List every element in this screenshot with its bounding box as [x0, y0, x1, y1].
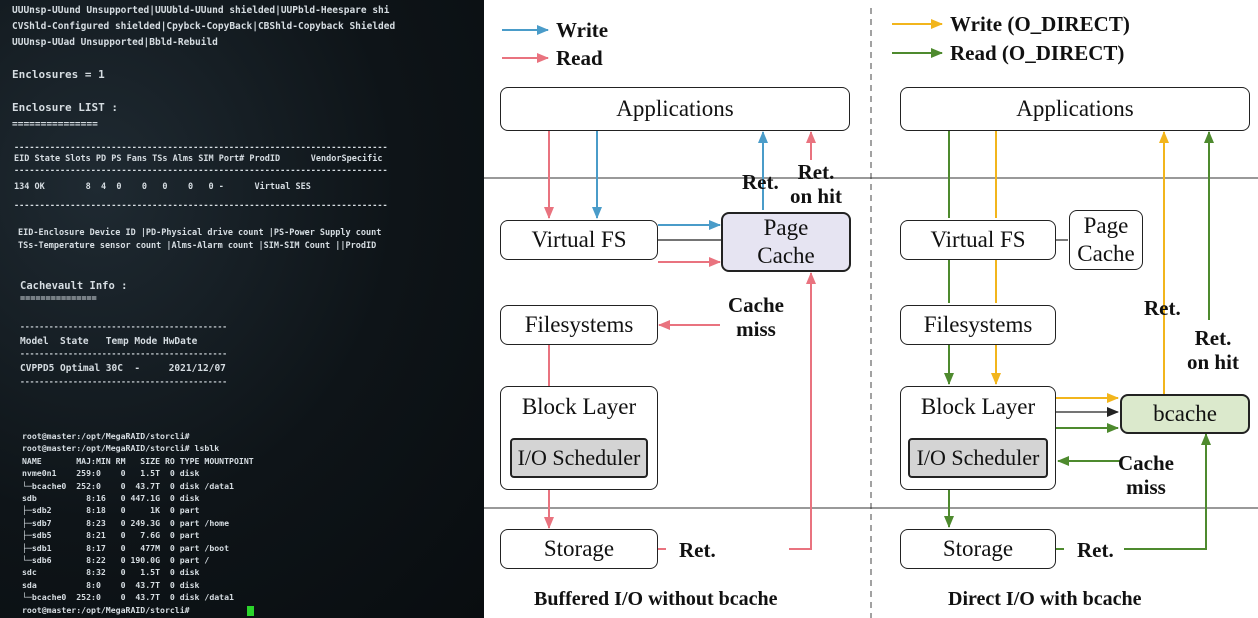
bcache-box: bcache [1120, 394, 1250, 434]
terminal-rule: ----------------------------------------… [20, 377, 228, 386]
cachevault-header: Model State Temp Mode HwDate [20, 336, 198, 347]
terminal-screenshot: UUUnsp-UUund Unsupported|UUUbld-UUund sh… [0, 0, 484, 618]
io-scheduler-box: I/O Scheduler [510, 438, 648, 478]
right-caption: Direct I/O with bcache [948, 588, 1142, 610]
page-cache-box-direct: Page Cache [1069, 210, 1143, 270]
enclosure-legend: EID-Enclosure Device ID |PD-Physical dri… [18, 227, 381, 253]
arrow-storage-ret-to-pagecache [789, 272, 816, 550]
filesystems-box-direct: Filesystems [900, 305, 1056, 345]
cache-miss-label-direct: Cache miss [1118, 451, 1174, 500]
page-cache-box: Page Cache [721, 212, 851, 272]
storage-box: Storage [500, 529, 658, 569]
terminal-line: root@master:/opt/MegaRAID/storcli# lsblk [22, 443, 220, 454]
terminal-line: nvme0n1 259:0 0 1.5T 0 disk [22, 468, 200, 479]
enclosure-table-header: EID State Slots PD PS Fans TSs Alms SIM … [14, 154, 383, 164]
storage-box-direct: Storage [900, 529, 1056, 569]
terminal-rule: ----------------------------------------… [14, 201, 388, 211]
terminal-line: sdc 8:32 0 1.5T 0 disk [22, 567, 200, 578]
storage-ret-label-direct: Ret. [1077, 538, 1114, 562]
legend-write-label: Write [556, 18, 609, 42]
io-scheduler-box-direct: I/O Scheduler [908, 438, 1048, 478]
cachevault-row: CVPPD5 Optimal 30C - 2021/12/07 [20, 363, 226, 374]
terminal-line: sda 8:0 0 43.7T 0 disk [22, 579, 200, 590]
terminal-rule: ----------------------------------------… [14, 143, 388, 153]
terminal-line: ├─sdb2 8:18 0 1K 0 part [22, 505, 200, 516]
block-layer-label-direct: Block Layer [920, 394, 1036, 419]
diagram-arrows [484, 8, 1258, 618]
terminal-line: └─bcache0 252:0 0 43.7T 0 disk /data1 [22, 480, 234, 491]
terminal-line: Enclosures = 1 [12, 68, 105, 81]
enclosure-table-row: 134 OK 8 4 0 0 0 0 0 - Virtual SES [14, 182, 311, 192]
cache-miss-label: Cache miss [728, 293, 784, 342]
terminal-line: └─sdb6 8:22 0 190.0G 0 part / [22, 555, 210, 566]
legend-read-label: Read [556, 46, 603, 70]
terminal-line: ├─sdb7 8:23 0 249.3G 0 part /home [22, 517, 230, 528]
terminal-line: root@master:/opt/MegaRAID/storcli# [22, 604, 190, 615]
terminal-cursor [247, 606, 254, 616]
terminal-line: ├─sdb1 8:17 0 477M 0 part /boot [22, 542, 230, 553]
terminal-line: root@master:/opt/MegaRAID/storcli# [22, 431, 190, 441]
virtual-fs-box: Virtual FS [500, 220, 658, 260]
terminal-rule: ----------------------------------------… [20, 349, 228, 358]
arrow-storage-ret-to-bcache [1124, 433, 1211, 550]
cachevault-title: Cachevault Info : [20, 280, 128, 292]
terminal-line: TSs-Temperature sensor count |Alms-Alarm… [18, 241, 377, 251]
lsblk-output: root@master:/opt/MegaRAID/storcli# root@… [22, 430, 254, 616]
filesystems-box: Filesystems [500, 305, 658, 345]
terminal-line: Enclosure LIST : [12, 101, 118, 114]
storage-ret-label: Ret. [679, 538, 716, 562]
terminal-line: └─bcache0 252:0 0 43.7T 0 disk /data1 [22, 592, 234, 603]
block-layer-label: Block Layer [521, 394, 637, 419]
virtual-fs-box-direct: Virtual FS [900, 220, 1056, 260]
left-caption: Buffered I/O without bcache [534, 588, 778, 610]
applications-box: Applications [500, 87, 850, 131]
cachevault-underline: =============== [20, 294, 97, 304]
legend-read-direct-label: Read (O_DIRECT) [950, 41, 1125, 65]
ret-on-hit-label-direct: Ret. on hit [1187, 326, 1239, 375]
terminal-line: NAME MAJ:MIN RM SIZE RO TYPE MOUNTPOINT [22, 455, 254, 466]
terminal-rule: ----------------------------------------… [14, 166, 388, 176]
terminal-line: CVShld-Configured shielded|Cpybck-CopyBa… [12, 21, 396, 32]
terminal-line: ├─sdb5 8:21 0 7.6G 0 part [22, 530, 200, 541]
io-path-diagram: Write Read Write (O_DIRECT) Read (O_DIRE… [484, 0, 1258, 618]
applications-box-direct: Applications [900, 87, 1250, 131]
terminal-line: =============== [12, 119, 98, 130]
ret-label: Ret. [742, 170, 779, 194]
ret-on-hit-label: Ret. on hit [790, 160, 842, 209]
terminal-top-lines: UUUnsp-UUund Unsupported|UUUbld-UUund sh… [12, 3, 395, 133]
terminal-line: UUUnsp-UUad Unsupported|Bbld-Rebuild [12, 37, 218, 48]
terminal-line: EID-Enclosure Device ID |PD-Physical dri… [18, 228, 382, 238]
terminal-line: UUUnsp-UUund Unsupported|UUUbld-UUund sh… [12, 5, 390, 16]
ret-label-direct: Ret. [1144, 296, 1181, 320]
terminal-line: sdb 8:16 0 447.1G 0 disk [22, 493, 200, 504]
terminal-rule: ----------------------------------------… [20, 322, 228, 331]
legend-write-direct-label: Write (O_DIRECT) [950, 12, 1130, 36]
